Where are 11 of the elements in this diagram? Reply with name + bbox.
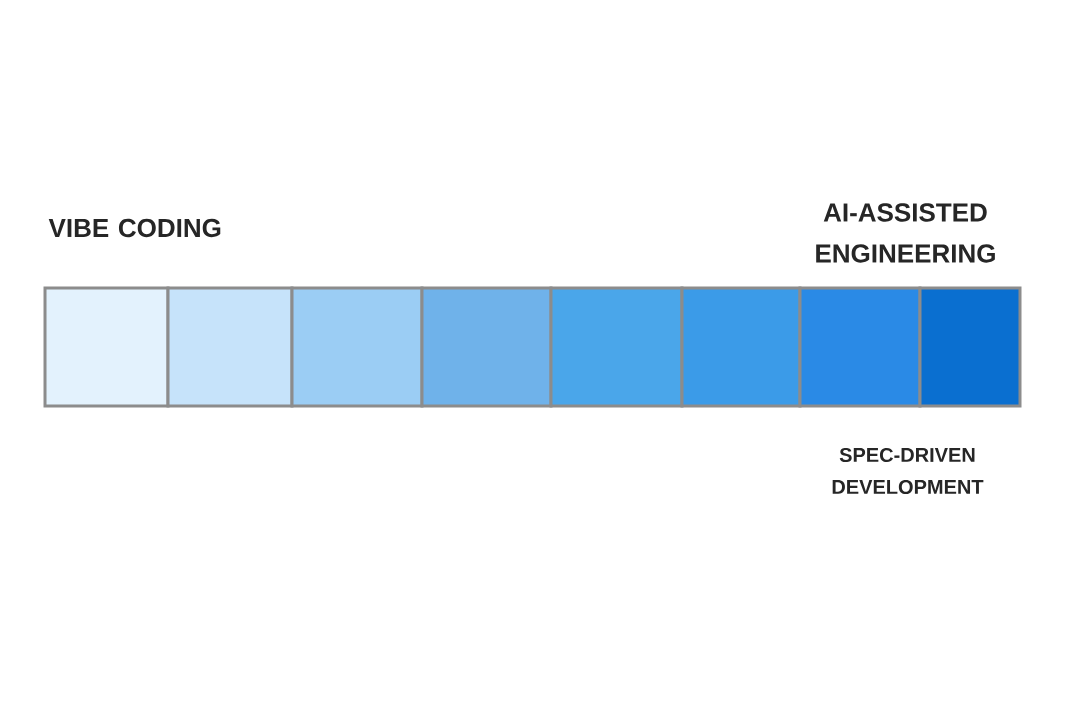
scale-cell — [918, 286, 1022, 408]
scale-cell — [798, 286, 922, 408]
scale-cell — [680, 286, 802, 408]
scale-label: VIBE CODING — [48, 218, 221, 238]
scale-cell — [43, 286, 170, 408]
scale-cell — [290, 286, 424, 408]
scale-label: AI-ASSISTED ENGINEERING — [816, 203, 995, 263]
scale-cell — [166, 286, 294, 408]
scale-cell — [549, 286, 684, 408]
scale-cell — [420, 286, 553, 408]
scale-label: SPEC-DRIVEN DEVELOPMENT — [832, 447, 984, 495]
